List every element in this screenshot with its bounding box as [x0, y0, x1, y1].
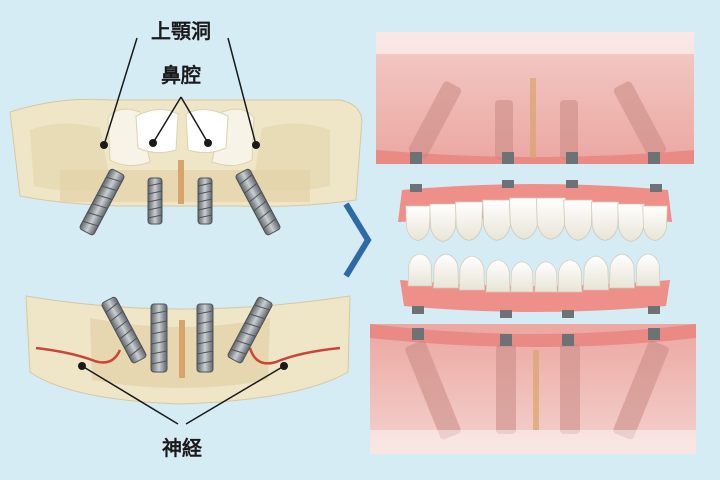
- upper-denture-bridge: [398, 180, 672, 241]
- nerve-label: 神経: [162, 436, 203, 460]
- lower-jaw-illustration: [26, 296, 350, 404]
- upper-jaw-illustration: [10, 99, 362, 206]
- maxillary-sinus-label: 上顎洞: [151, 19, 211, 43]
- lower-gum-transparent: [370, 324, 696, 454]
- upper-gum-transparent: [376, 32, 694, 164]
- chevron-right-icon: [346, 204, 368, 276]
- nasal-cavity-label: 鼻腔: [161, 63, 201, 87]
- lower-denture-bridge: [400, 254, 670, 318]
